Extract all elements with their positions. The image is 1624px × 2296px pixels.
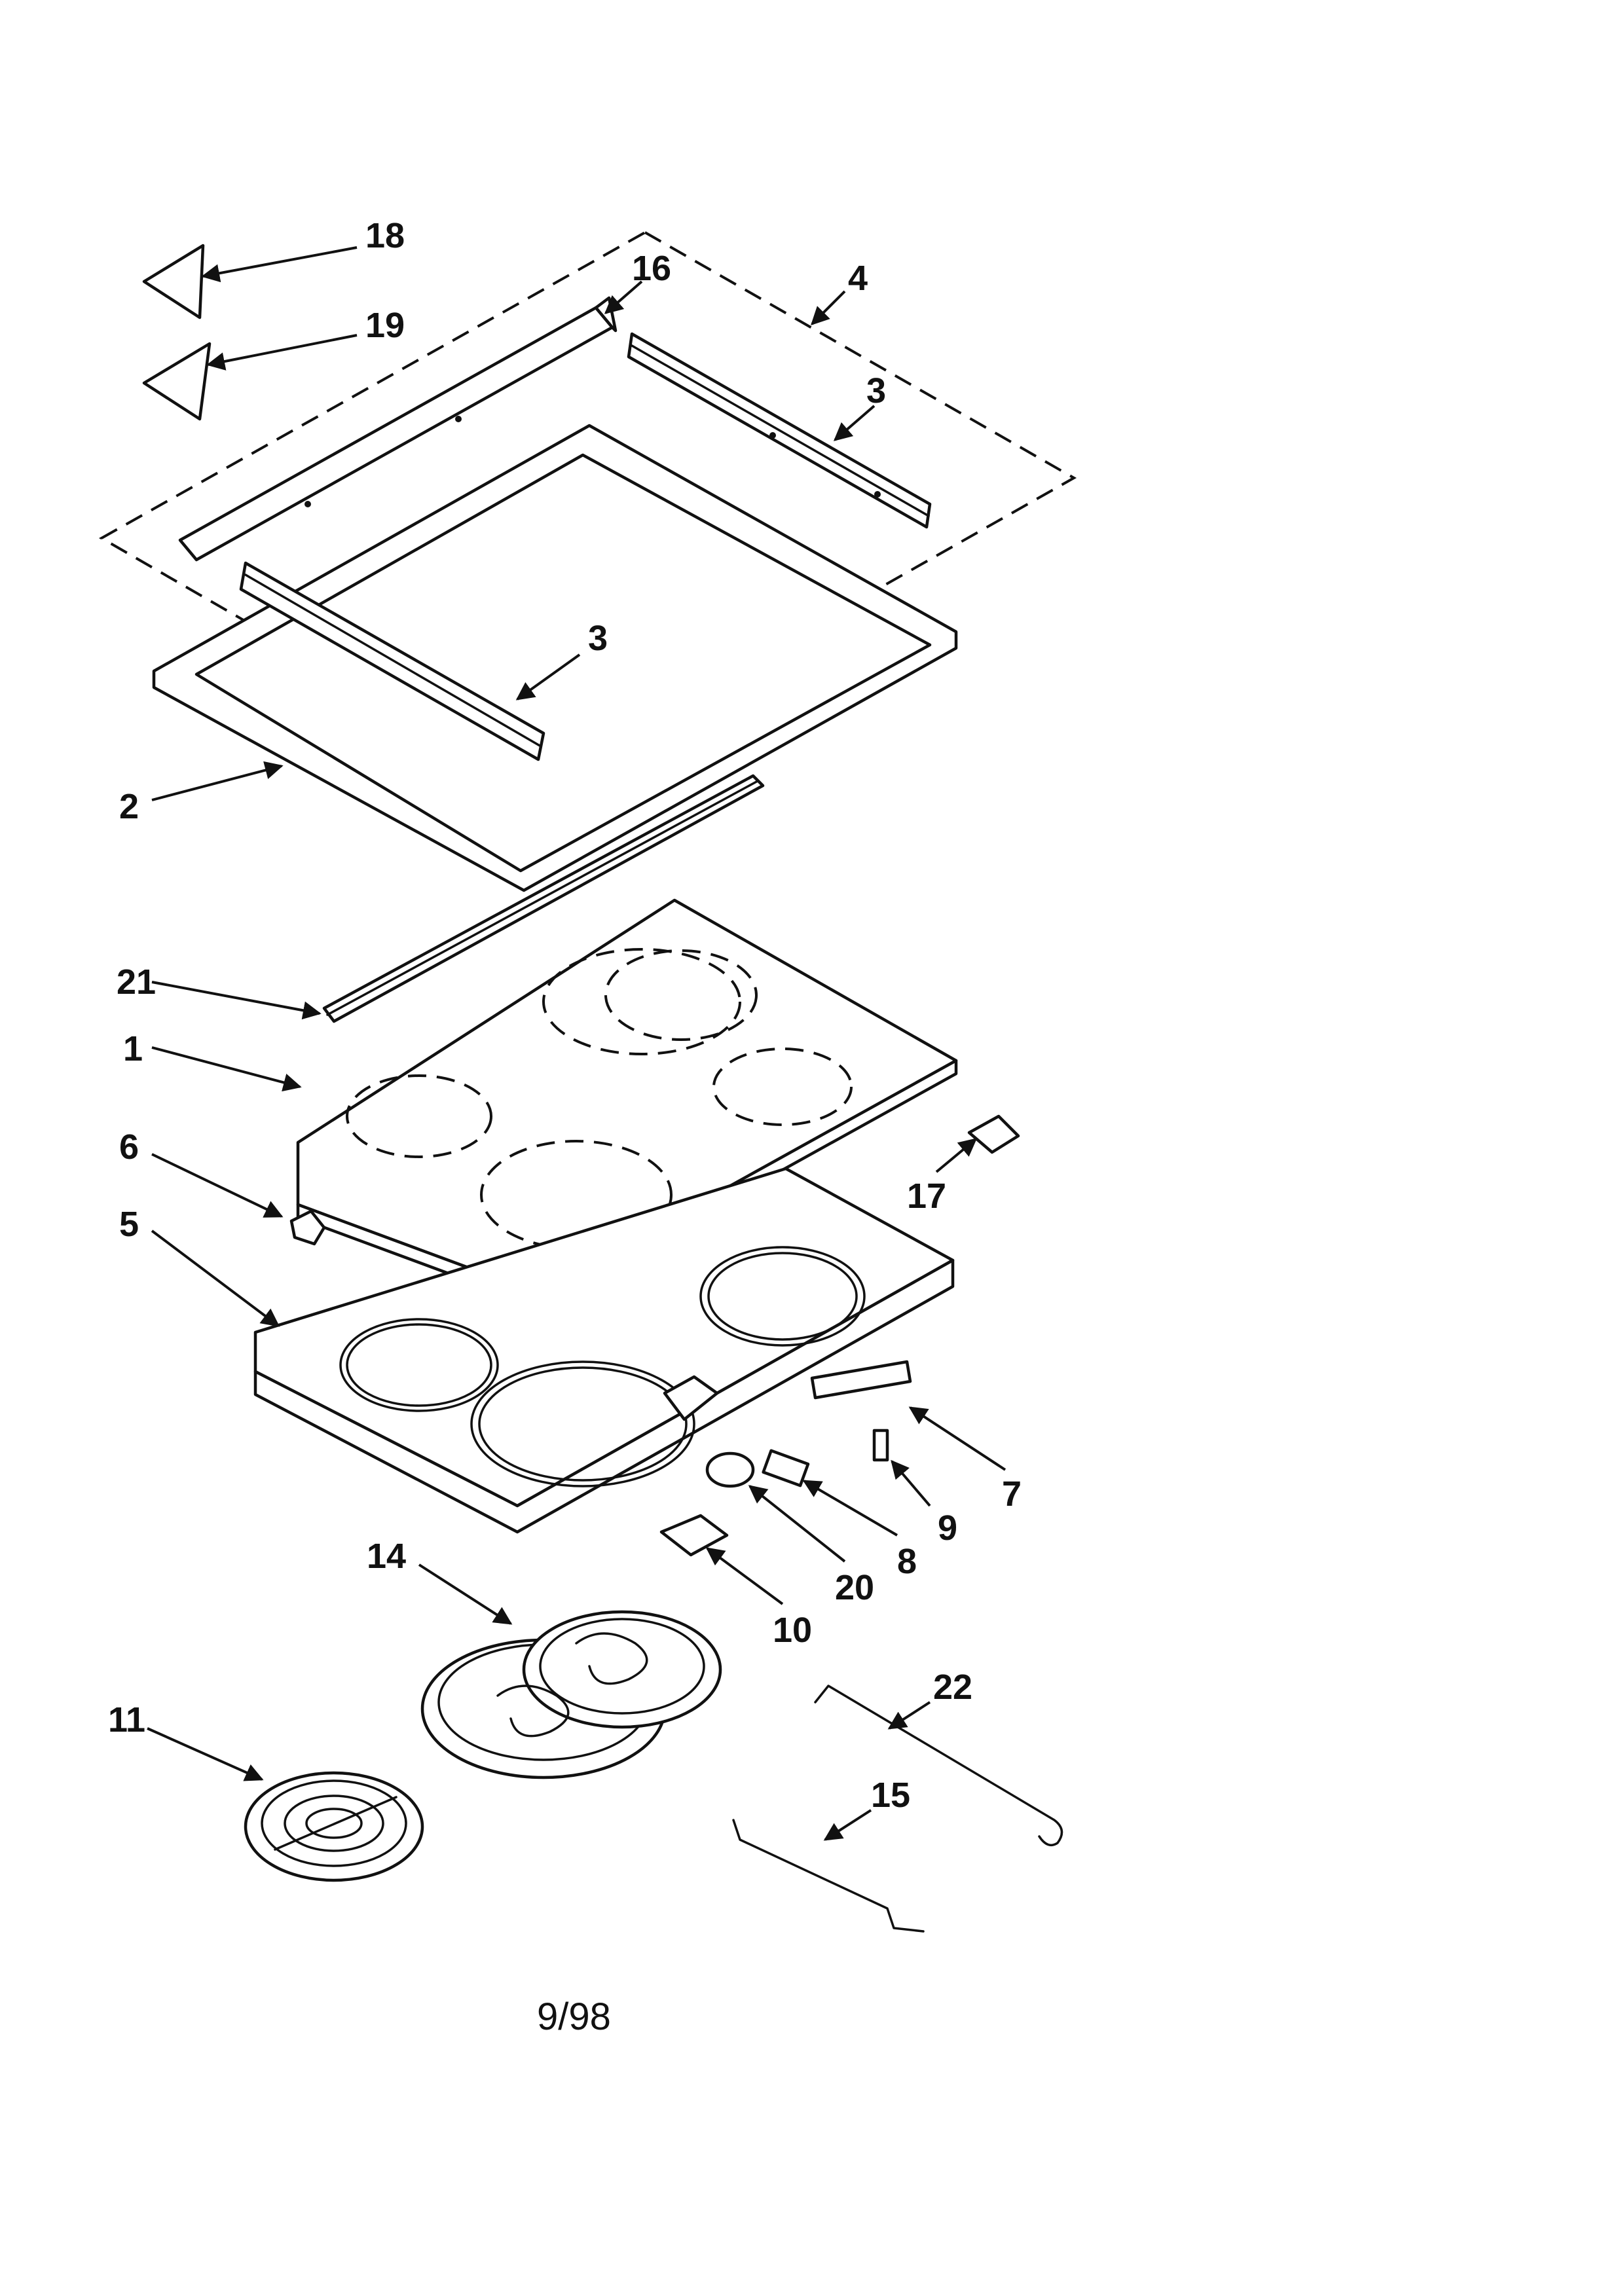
callout-labels: 18 16 4 19 3 3 2 21 1 6 17 5 7 9 8 20 14… bbox=[108, 216, 1022, 1815]
part-18-triangle-badge bbox=[142, 244, 205, 319]
part-9-screw bbox=[872, 1429, 889, 1462]
callout-20: 20 bbox=[835, 1568, 874, 1607]
callout-10: 10 bbox=[773, 1611, 812, 1650]
assembly-dashed-outline bbox=[98, 230, 1077, 788]
part-20-thermal-limiter bbox=[705, 1451, 755, 1488]
part-10-terminal-block bbox=[659, 1514, 729, 1557]
callout-21: 21 bbox=[117, 962, 156, 1002]
callout-11: 11 bbox=[108, 1700, 145, 1740]
revision-date: 9/98 bbox=[537, 1995, 611, 2038]
part-1-glass-cooktop bbox=[296, 898, 958, 1308]
part-17-connector bbox=[967, 1114, 1020, 1154]
part-16-trim-rail bbox=[178, 296, 618, 562]
part-2-frame bbox=[152, 424, 958, 892]
leader-lines bbox=[147, 246, 1006, 1841]
part-5-burner-box bbox=[253, 1167, 955, 1534]
callout-7: 7 bbox=[1002, 1474, 1022, 1514]
part-8-switch bbox=[762, 1449, 810, 1487]
callout-14: 14 bbox=[367, 1537, 406, 1576]
callout-3-upper: 3 bbox=[866, 371, 886, 410]
part-7-bracket bbox=[810, 1360, 912, 1400]
callout-18: 18 bbox=[365, 216, 405, 255]
callout-8: 8 bbox=[897, 1542, 917, 1581]
callout-16: 16 bbox=[632, 249, 671, 288]
part-19-triangle-trim bbox=[142, 342, 212, 421]
callout-3-lower: 3 bbox=[588, 619, 608, 658]
part-15-wire-rod bbox=[732, 1819, 925, 1933]
part-6-clip bbox=[289, 1209, 326, 1246]
part-14-dual-element bbox=[420, 1610, 722, 1779]
part-3-side-rail-right bbox=[627, 332, 932, 529]
callout-2: 2 bbox=[119, 787, 139, 826]
part-3-side-rail-left bbox=[239, 561, 545, 761]
callout-6: 6 bbox=[119, 1127, 139, 1167]
callout-5: 5 bbox=[119, 1205, 139, 1244]
part-11-radiant-element bbox=[244, 1771, 424, 1882]
part-22-wire-rod bbox=[814, 1685, 1063, 1847]
callout-15: 15 bbox=[871, 1776, 910, 1815]
callout-17: 17 bbox=[907, 1176, 946, 1216]
callout-19: 19 bbox=[365, 306, 405, 345]
callout-22: 22 bbox=[933, 1667, 972, 1707]
callout-9: 9 bbox=[938, 1508, 957, 1548]
callout-4: 4 bbox=[848, 259, 868, 298]
part-21-strip bbox=[322, 774, 765, 1023]
callout-1: 1 bbox=[123, 1029, 143, 1068]
